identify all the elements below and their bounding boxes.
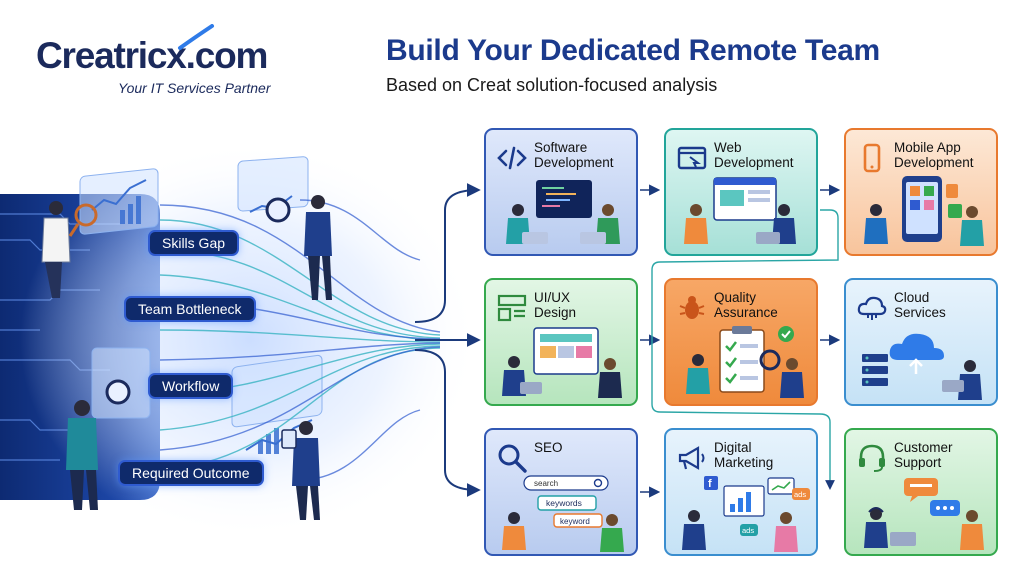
web-illustration	[684, 177, 796, 244]
search-icon	[498, 444, 527, 473]
support-illustration	[864, 478, 984, 550]
marketing-illustration: f ads ads	[682, 476, 810, 552]
layout-icon	[497, 294, 527, 322]
seo-illustration: search keywords keyword	[502, 475, 624, 552]
megaphone-icon	[678, 446, 705, 470]
challenge-team-bottleneck: Team Bottleneck	[124, 296, 256, 322]
ads-badge-2: ads	[742, 526, 754, 535]
code-icon	[497, 146, 527, 170]
seo-search-text: search	[534, 479, 558, 488]
analyst-person-top-left	[41, 201, 98, 298]
qa-illustration	[686, 326, 804, 398]
challenge-workflow: Workflow	[148, 373, 234, 399]
brand-logo[interactable]: Creatricx.com	[36, 24, 268, 78]
challenge-required-outcome: Required Outcome	[118, 460, 264, 486]
screen-bars	[120, 196, 279, 454]
ads-badge-1: ads	[794, 490, 806, 499]
page-title: Build Your Dedicated Remote Team	[386, 34, 880, 67]
mobile-illustration	[864, 176, 984, 246]
analyst-person-bottom-left	[66, 379, 131, 510]
page-subtitle: Based on Creat solution-focused analysis	[386, 75, 718, 95]
card-arrows	[640, 184, 841, 498]
branch-arrows	[414, 183, 481, 497]
svg-text:f: f	[708, 478, 712, 490]
uiux-illustration	[502, 327, 622, 398]
service-card-seo[interactable]: SEO search keywords keyword	[484, 428, 638, 556]
seo-keyword-1: keywords	[546, 498, 582, 508]
cloud-icon	[857, 296, 887, 320]
logo-text: Creatricx.com	[36, 35, 268, 76]
headset-icon	[859, 444, 885, 472]
service-title: SEO	[534, 440, 563, 455]
logo-swoosh-icon	[178, 24, 214, 50]
analyst-person-top-right	[265, 195, 332, 300]
analysis-glow	[20, 140, 480, 540]
challenge-skills-gap: Skills Gap	[148, 230, 240, 256]
seo-keyword-2: keyword	[560, 517, 590, 526]
browser-icon	[677, 146, 707, 170]
phone-icon	[863, 143, 881, 173]
software-illustration	[506, 180, 620, 244]
card-connectors	[651, 209, 839, 490]
brand-tagline: Your IT Services Partner	[118, 80, 271, 96]
analyst-person-bottom-right	[281, 421, 320, 520]
bug-icon	[679, 296, 705, 319]
cloud-illustration	[862, 333, 982, 400]
